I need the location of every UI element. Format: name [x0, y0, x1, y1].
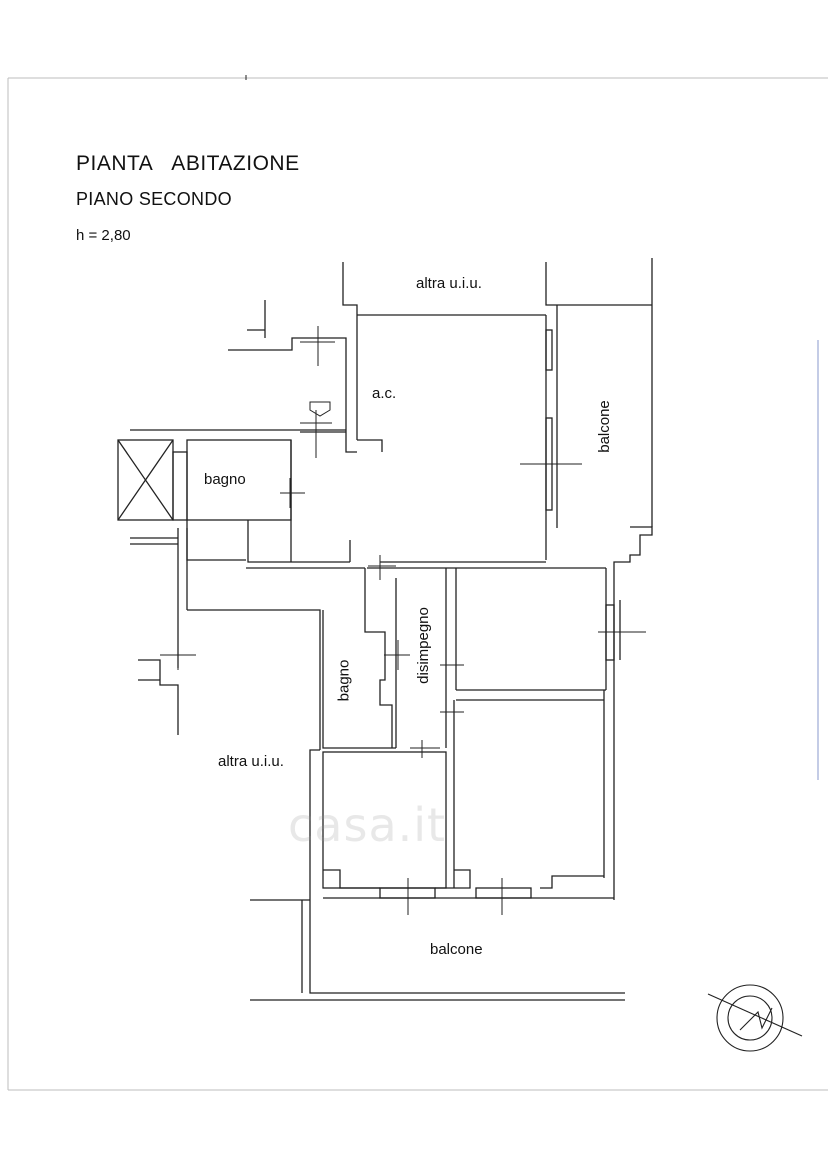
plan-title: PIANTA ABITAZIONE — [76, 152, 300, 175]
door-markers — [160, 75, 646, 915]
label-ac: a.c. — [372, 385, 397, 402]
walls — [117, 258, 653, 1001]
watermark-logo: casa.it — [288, 798, 447, 852]
north-arrow-icon — [707, 984, 803, 1052]
label-balcone-bottom: balcone — [430, 941, 483, 958]
entrance-arrow-icon — [309, 401, 331, 417]
label-disimpegno: disimpegno — [414, 607, 432, 684]
label-balcone-right: balcone — [595, 400, 613, 453]
room-height: h = 2,80 — [76, 227, 131, 244]
label-altra-uiu-left: altra u.i.u. — [218, 753, 284, 770]
label-bagno-upper: bagno — [204, 471, 246, 488]
label-bagno-lower: bagno — [335, 659, 353, 702]
plan-subtitle: PIANO SECONDO — [76, 189, 232, 209]
sheet-frame — [7, 77, 828, 1091]
label-altra-uiu-top: altra u.i.u. — [416, 275, 482, 292]
